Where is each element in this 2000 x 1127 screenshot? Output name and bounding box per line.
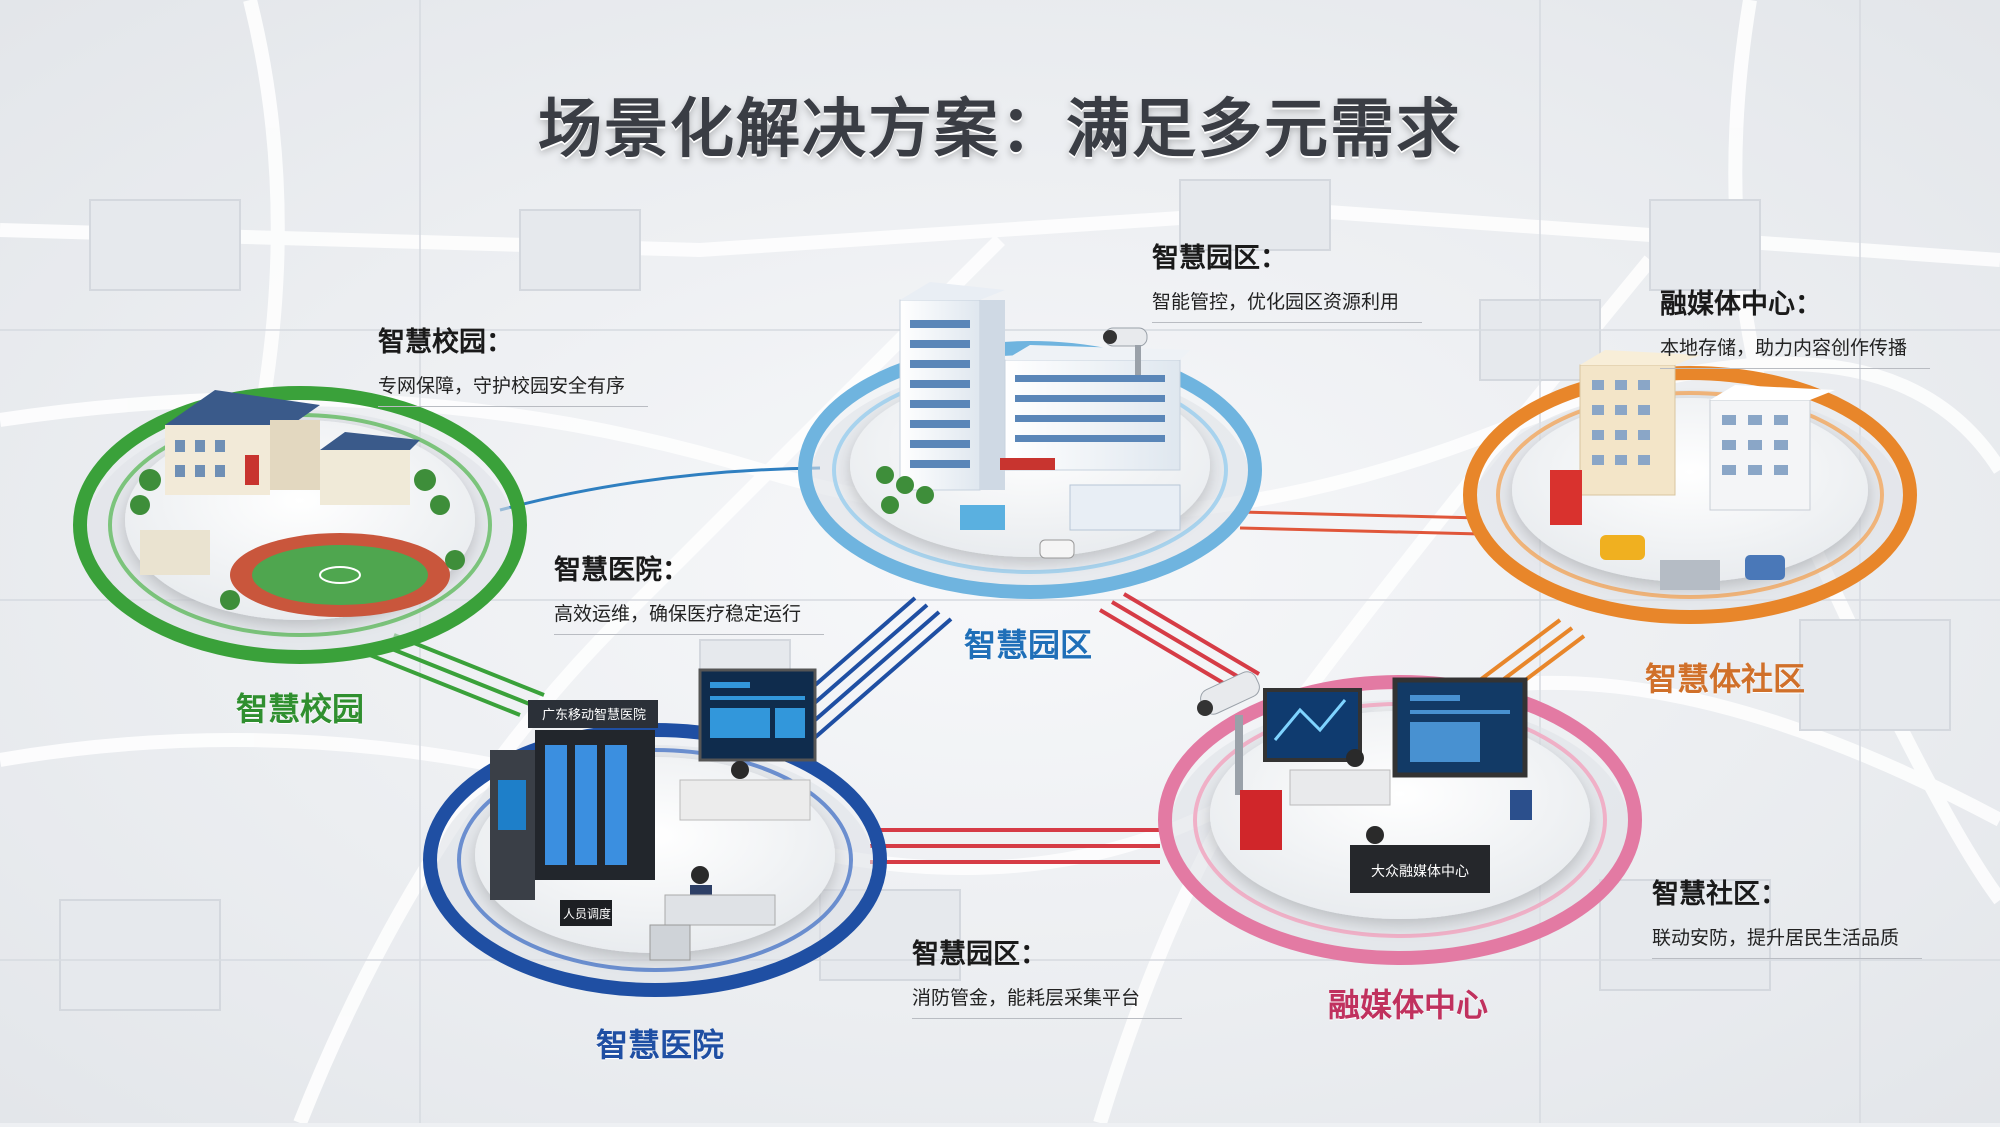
media-device bbox=[1510, 790, 1532, 820]
connector-hospital-media bbox=[870, 828, 1160, 864]
label-media: 融媒体中心 bbox=[1328, 986, 1489, 1024]
callout-media-top-title: 融媒体中心： bbox=[1660, 289, 1822, 320]
callout-hospital: 智慧医院： 高效运维，确保医疗稳定运行 bbox=[554, 548, 824, 635]
media-scene bbox=[1158, 671, 1642, 965]
pool bbox=[960, 505, 1005, 530]
media-desk-sign-text: 大众融媒体中心 bbox=[1371, 864, 1469, 880]
red-cabinet bbox=[1240, 790, 1282, 850]
cctv-camera-park bbox=[1103, 327, 1148, 375]
office-block bbox=[1000, 345, 1190, 471]
callout-media-top-desc: 本地存储，助力内容创作传播 bbox=[1660, 333, 1930, 369]
connector-campus-hospital bbox=[369, 633, 545, 717]
residential-building-2 bbox=[1709, 385, 1835, 511]
connector-park-media bbox=[1098, 592, 1261, 692]
callout-campus-title: 智慧校园： bbox=[378, 327, 513, 358]
callout-park-top-title: 智慧园区： bbox=[1152, 243, 1287, 274]
callout-park-top-desc: 智能管控，优化园区资源利用 bbox=[1152, 287, 1422, 323]
callout-campus-desc: 专网保障，守护校园安全有序 bbox=[378, 371, 648, 407]
label-park: 智慧园区 bbox=[964, 626, 1093, 664]
hospital-scene bbox=[423, 668, 887, 997]
office-tower bbox=[899, 282, 1005, 491]
community-ring bbox=[1463, 366, 1917, 624]
label-campus: 智慧校园 bbox=[236, 690, 365, 728]
residential-building-1 bbox=[1579, 350, 1700, 496]
van bbox=[1745, 555, 1785, 580]
cabinet bbox=[1660, 560, 1720, 590]
campus-scene bbox=[73, 386, 527, 664]
server-rack-sign: 广东移动智慧医院 bbox=[541, 708, 646, 723]
park-scene bbox=[798, 282, 1262, 599]
callout-park-bottom-desc: 消防管金，能耗层采集平台 bbox=[912, 983, 1182, 1019]
callout-park-top: 智慧园区： 智能管控，优化园区资源利用 bbox=[1152, 236, 1422, 323]
callout-hospital-desc: 高效运维，确保医疗稳定运行 bbox=[554, 599, 824, 635]
desk-sign-text: 人员调度 bbox=[562, 907, 611, 921]
connector-campus-park bbox=[499, 466, 821, 512]
media-monitor-1 bbox=[1263, 688, 1362, 762]
callout-community-desc: 联动安防，提升居民生活品质 bbox=[1652, 923, 1922, 959]
kiosk bbox=[1550, 470, 1582, 525]
callout-community: 智慧社区： 联动安防，提升居民生活品质 bbox=[1652, 872, 1922, 959]
callout-campus: 智慧校园： 专网保障，守护校园安全有序 bbox=[378, 320, 648, 407]
callout-hospital-title: 智慧医院： bbox=[554, 555, 689, 586]
callout-community-title: 智慧社区： bbox=[1652, 879, 1787, 910]
label-hospital: 智慧医院 bbox=[596, 1026, 725, 1064]
connector-park-community bbox=[1239, 510, 1481, 536]
control-screen bbox=[698, 668, 817, 762]
car bbox=[1039, 539, 1075, 559]
campus-trees bbox=[130, 469, 465, 610]
printer bbox=[649, 924, 691, 961]
callout-park-bottom-title: 智慧园区： bbox=[912, 939, 1047, 970]
cctv-camera-media bbox=[1197, 671, 1260, 795]
label-community: 智慧体社区 bbox=[1645, 660, 1806, 698]
school-building bbox=[165, 390, 320, 495]
media-desk-left bbox=[1289, 769, 1391, 806]
desk-sign bbox=[560, 900, 612, 926]
reception-desk bbox=[1350, 845, 1490, 893]
community-scene bbox=[1463, 350, 1917, 624]
campus-ring bbox=[73, 386, 527, 664]
operator-desk bbox=[679, 779, 811, 821]
page-title: 场景化解决方案：满足多元需求 bbox=[538, 93, 1462, 167]
school-wing bbox=[140, 432, 420, 575]
football-field bbox=[252, 545, 428, 605]
server-rack bbox=[490, 700, 658, 900]
callout-media-top: 融媒体中心： 本地存储，助力内容创作传播 bbox=[1660, 282, 1930, 369]
meeting-table bbox=[664, 894, 776, 926]
callout-park-bottom: 智慧园区： 消防管金，能耗层采集平台 bbox=[912, 932, 1182, 1019]
annex-building bbox=[1069, 484, 1181, 531]
taxi bbox=[1600, 535, 1645, 560]
